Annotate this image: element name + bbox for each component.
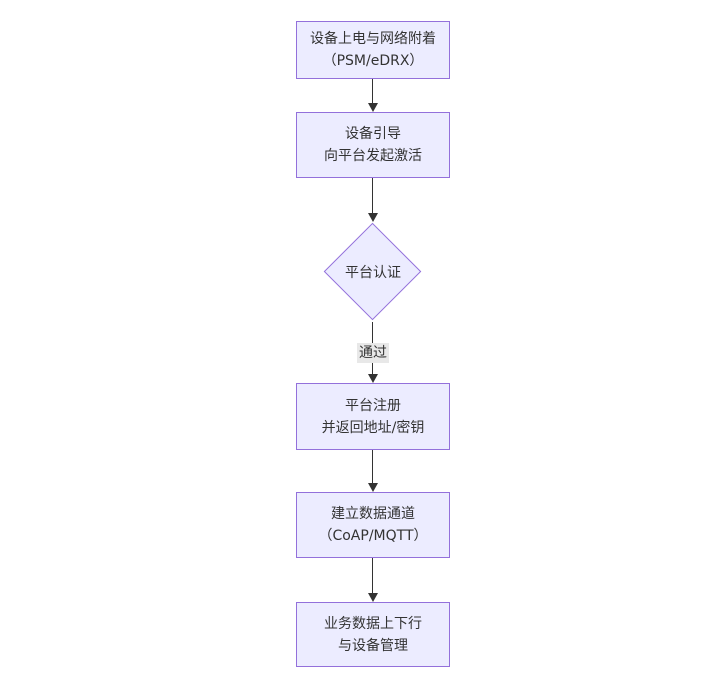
arrow-down-icon <box>368 483 378 492</box>
flow-node-power-attach: 设备上电与网络附着 （PSM/eDRX） <box>296 21 450 79</box>
edge-line <box>372 178 373 213</box>
node-text-line: （PSM/eDRX） <box>322 53 424 69</box>
arrow-down-icon <box>368 593 378 602</box>
node-text-line: 并返回地址/密钥 <box>321 419 425 436</box>
arrow-down-icon <box>368 103 378 112</box>
arrow-down-icon <box>368 374 378 383</box>
edge-line <box>372 558 373 593</box>
node-text-line: （CoAP/MQTT） <box>318 528 428 544</box>
flow-node-bootstrap: 设备引导 向平台发起激活 <box>296 112 450 178</box>
flow-node-data-channel: 建立数据通道 （CoAP/MQTT） <box>296 492 450 558</box>
node-text-line: 与设备管理 <box>338 637 408 654</box>
edge-label-pass: 通过 <box>357 343 389 363</box>
edge-line <box>372 79 373 103</box>
node-text-line: 建立数据通道 <box>331 506 415 522</box>
node-text-line: 平台认证 <box>345 265 401 281</box>
node-text-line: 向平台发起激活 <box>324 148 422 164</box>
node-text-line: 平台注册 <box>345 397 401 414</box>
node-text-line: 业务数据上下行 <box>324 615 422 632</box>
flow-node-business-data: 业务数据上下行 与设备管理 <box>296 602 450 667</box>
node-text-line: 设备上电与网络附着 <box>310 31 436 47</box>
node-text-line: 设备引导 <box>345 126 401 142</box>
edge-line <box>372 450 373 483</box>
arrow-down-icon <box>368 213 378 222</box>
flow-node-registration: 平台注册 并返回地址/密钥 <box>296 383 450 450</box>
flow-node-platform-auth: 平台认证 <box>323 222 423 322</box>
